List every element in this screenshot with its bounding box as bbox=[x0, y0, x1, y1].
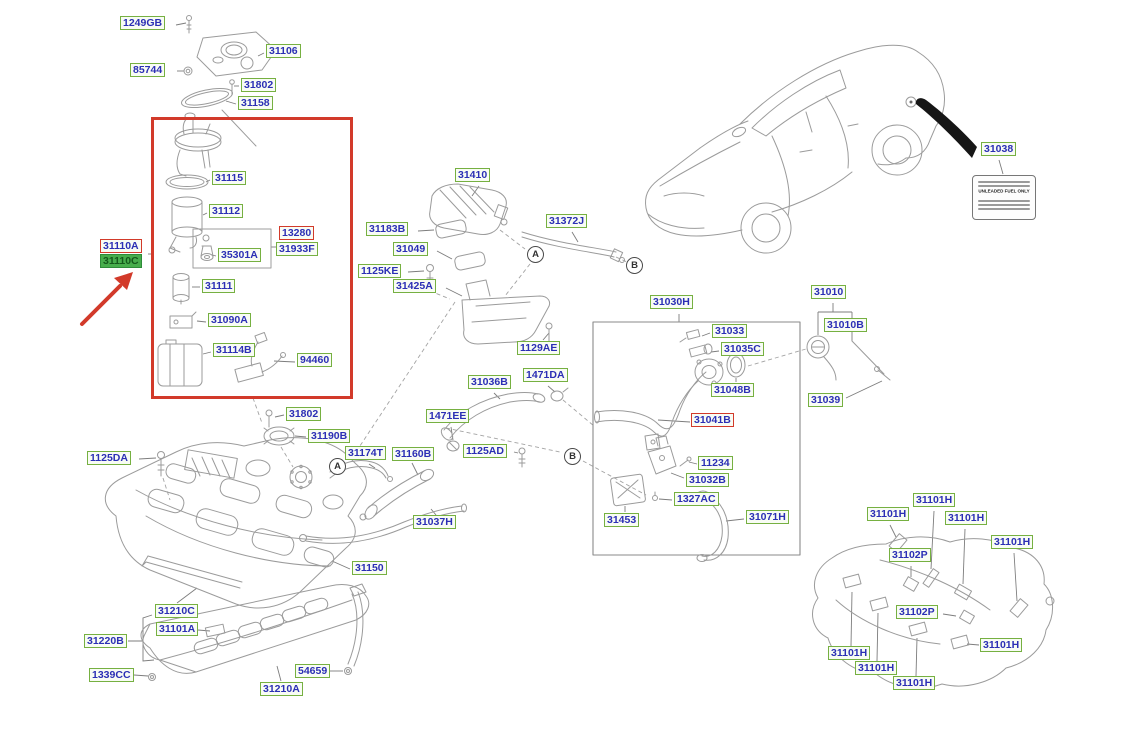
part-label-54659[interactable]: 54659 bbox=[295, 664, 331, 678]
leader-lines bbox=[128, 22, 1018, 682]
sticker-text-line bbox=[978, 200, 1030, 202]
fuel-caution-sticker: UNLEADED FUEL ONLY bbox=[972, 175, 1036, 220]
part-label-31114b[interactable]: 31114B bbox=[213, 343, 255, 357]
part-label-31101a[interactable]: 31101A bbox=[156, 622, 199, 636]
ref-marker-b: B bbox=[564, 448, 581, 465]
part-label-31101h[interactable]: 31101H bbox=[867, 507, 910, 521]
tank-cover-parts bbox=[181, 15, 277, 147]
part-label-31115[interactable]: 31115 bbox=[212, 171, 247, 185]
part-label-31112[interactable]: 31112 bbox=[209, 204, 244, 218]
part-label-31101h[interactable]: 31101H bbox=[991, 535, 1034, 549]
tank-pad-locations-drawing bbox=[812, 533, 1055, 689]
assembly-axis-lines bbox=[162, 229, 807, 501]
part-label-31802[interactable]: 31802 bbox=[241, 78, 277, 92]
sticker-text-line bbox=[978, 185, 1030, 187]
part-label-31111[interactable]: 31111 bbox=[202, 279, 236, 293]
part-label-1125ad[interactable]: 1125AD bbox=[463, 444, 507, 458]
part-label-31110c[interactable]: 31110C bbox=[100, 254, 142, 268]
fuel-hose-parts bbox=[263, 387, 569, 544]
part-label-31037h[interactable]: 31037H bbox=[413, 515, 456, 529]
sticker-text-line bbox=[978, 181, 1030, 183]
part-label-31101h[interactable]: 31101H bbox=[855, 661, 898, 675]
part-label-31101h[interactable]: 31101H bbox=[828, 646, 871, 660]
part-label-31090a[interactable]: 31090A bbox=[208, 313, 251, 327]
fuel-cap-parts bbox=[806, 335, 891, 381]
part-label-31101h[interactable]: 31101H bbox=[945, 511, 988, 525]
part-label-94460[interactable]: 94460 bbox=[297, 353, 333, 367]
part-label-11234[interactable]: 11234 bbox=[698, 456, 733, 470]
part-label-1125ke[interactable]: 1125KE bbox=[358, 264, 402, 278]
tank-band-and-protector bbox=[140, 555, 370, 681]
part-label-31010b[interactable]: 31010B bbox=[824, 318, 867, 332]
part-label-31210a[interactable]: 31210A bbox=[260, 682, 303, 696]
part-label-31010[interactable]: 31010 bbox=[811, 285, 847, 299]
part-label-31110a[interactable]: 31110A bbox=[100, 239, 142, 253]
fuel-door-arrow bbox=[915, 98, 977, 158]
part-label-31071h[interactable]: 31071H bbox=[746, 510, 789, 524]
part-label-31453[interactable]: 31453 bbox=[604, 513, 640, 527]
part-label-1327ac[interactable]: 1327AC bbox=[674, 492, 719, 506]
highlighted-assembly-box bbox=[151, 117, 353, 399]
ref-marker-a: A bbox=[527, 246, 544, 263]
part-label-31101h[interactable]: 31101H bbox=[893, 676, 936, 690]
part-label-31106[interactable]: 31106 bbox=[266, 44, 301, 58]
part-label-31102p[interactable]: 31102P bbox=[889, 548, 931, 562]
part-label-31041b[interactable]: 31041B bbox=[691, 413, 734, 427]
part-label-31038[interactable]: 31038 bbox=[981, 142, 1017, 156]
part-label-31048b[interactable]: 31048B bbox=[711, 383, 754, 397]
fuel-tank-drawing bbox=[105, 437, 367, 609]
part-label-31150[interactable]: 31150 bbox=[352, 561, 387, 575]
part-label-85744[interactable]: 85744 bbox=[130, 63, 166, 77]
part-label-31030h[interactable]: 31030H bbox=[650, 295, 693, 309]
part-label-31033[interactable]: 31033 bbox=[712, 324, 748, 338]
part-label-31190b[interactable]: 31190B bbox=[308, 429, 351, 443]
part-label-31035c[interactable]: 31035C bbox=[721, 342, 764, 356]
car-illustration bbox=[645, 44, 977, 254]
part-label-13280[interactable]: 13280 bbox=[279, 226, 315, 240]
part-label-35301a[interactable]: 35301A bbox=[218, 248, 261, 262]
selection-arrow bbox=[80, 272, 133, 326]
part-label-31933f[interactable]: 31933F bbox=[276, 242, 318, 256]
part-label-1471ee[interactable]: 1471EE bbox=[426, 409, 470, 423]
part-label-31101h[interactable]: 31101H bbox=[913, 493, 956, 507]
part-label-31158[interactable]: 31158 bbox=[238, 96, 273, 110]
part-label-31049[interactable]: 31049 bbox=[393, 242, 429, 256]
sticker-text-line bbox=[978, 208, 1030, 210]
filler-neck-assembly bbox=[592, 321, 801, 562]
part-label-31032b[interactable]: 31032B bbox=[686, 473, 729, 487]
part-label-31183b[interactable]: 31183B bbox=[366, 222, 409, 236]
part-label-31425a[interactable]: 31425A bbox=[393, 279, 436, 293]
part-label-31160b[interactable]: 31160B bbox=[392, 447, 435, 461]
part-label-31101h[interactable]: 31101H bbox=[980, 638, 1023, 652]
part-label-31210c[interactable]: 31210C bbox=[155, 604, 198, 618]
part-label-31174t[interactable]: 31174T bbox=[345, 446, 387, 460]
sticker-text-line bbox=[978, 204, 1030, 206]
part-label-31220b[interactable]: 31220B bbox=[84, 634, 127, 648]
part-label-31372j[interactable]: 31372J bbox=[546, 214, 588, 228]
canister-and-protector-parts bbox=[426, 183, 625, 353]
part-label-31036b[interactable]: 31036B bbox=[468, 375, 511, 389]
part-label-31410[interactable]: 31410 bbox=[455, 168, 491, 182]
part-label-1129ae[interactable]: 1129AE bbox=[517, 341, 561, 355]
ref-marker-a: A bbox=[329, 458, 346, 475]
unleaded-fuel-only-text: UNLEADED FUEL ONLY bbox=[978, 188, 1030, 194]
part-label-31802[interactable]: 31802 bbox=[286, 407, 322, 421]
part-label-1249gb[interactable]: 1249GB bbox=[120, 16, 166, 30]
part-label-1471da[interactable]: 1471DA bbox=[523, 368, 568, 382]
ref-marker-b: B bbox=[626, 257, 643, 274]
part-label-1339cc[interactable]: 1339CC bbox=[89, 668, 134, 682]
part-label-31102p[interactable]: 31102P bbox=[896, 605, 938, 619]
part-label-1125da[interactable]: 1125DA bbox=[87, 451, 131, 465]
part-label-31039[interactable]: 31039 bbox=[808, 393, 844, 407]
